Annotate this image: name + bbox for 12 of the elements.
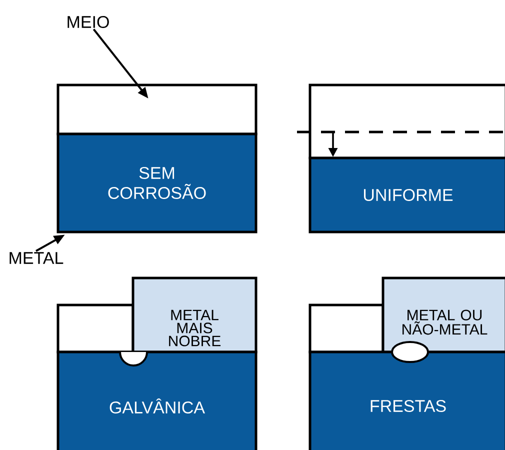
cover-plate: METAL OU NÃO-METAL [382, 276, 505, 354]
medium-region [308, 84, 505, 160]
medium-region [56, 304, 134, 354]
medium-region [56, 84, 258, 136]
callout-label: METAL [10, 252, 64, 264]
metal-block: GALVÂNICA [56, 350, 258, 450]
cover-plate: METAL MAIS NOBRE [132, 276, 258, 354]
callout-label: MEIO [68, 16, 109, 28]
metal-block: UNIFORME [308, 156, 505, 234]
metal-block: FRESTAS [308, 350, 505, 450]
medium-region [308, 304, 384, 354]
metal-block: SEM CORROSÃO [56, 132, 258, 234]
